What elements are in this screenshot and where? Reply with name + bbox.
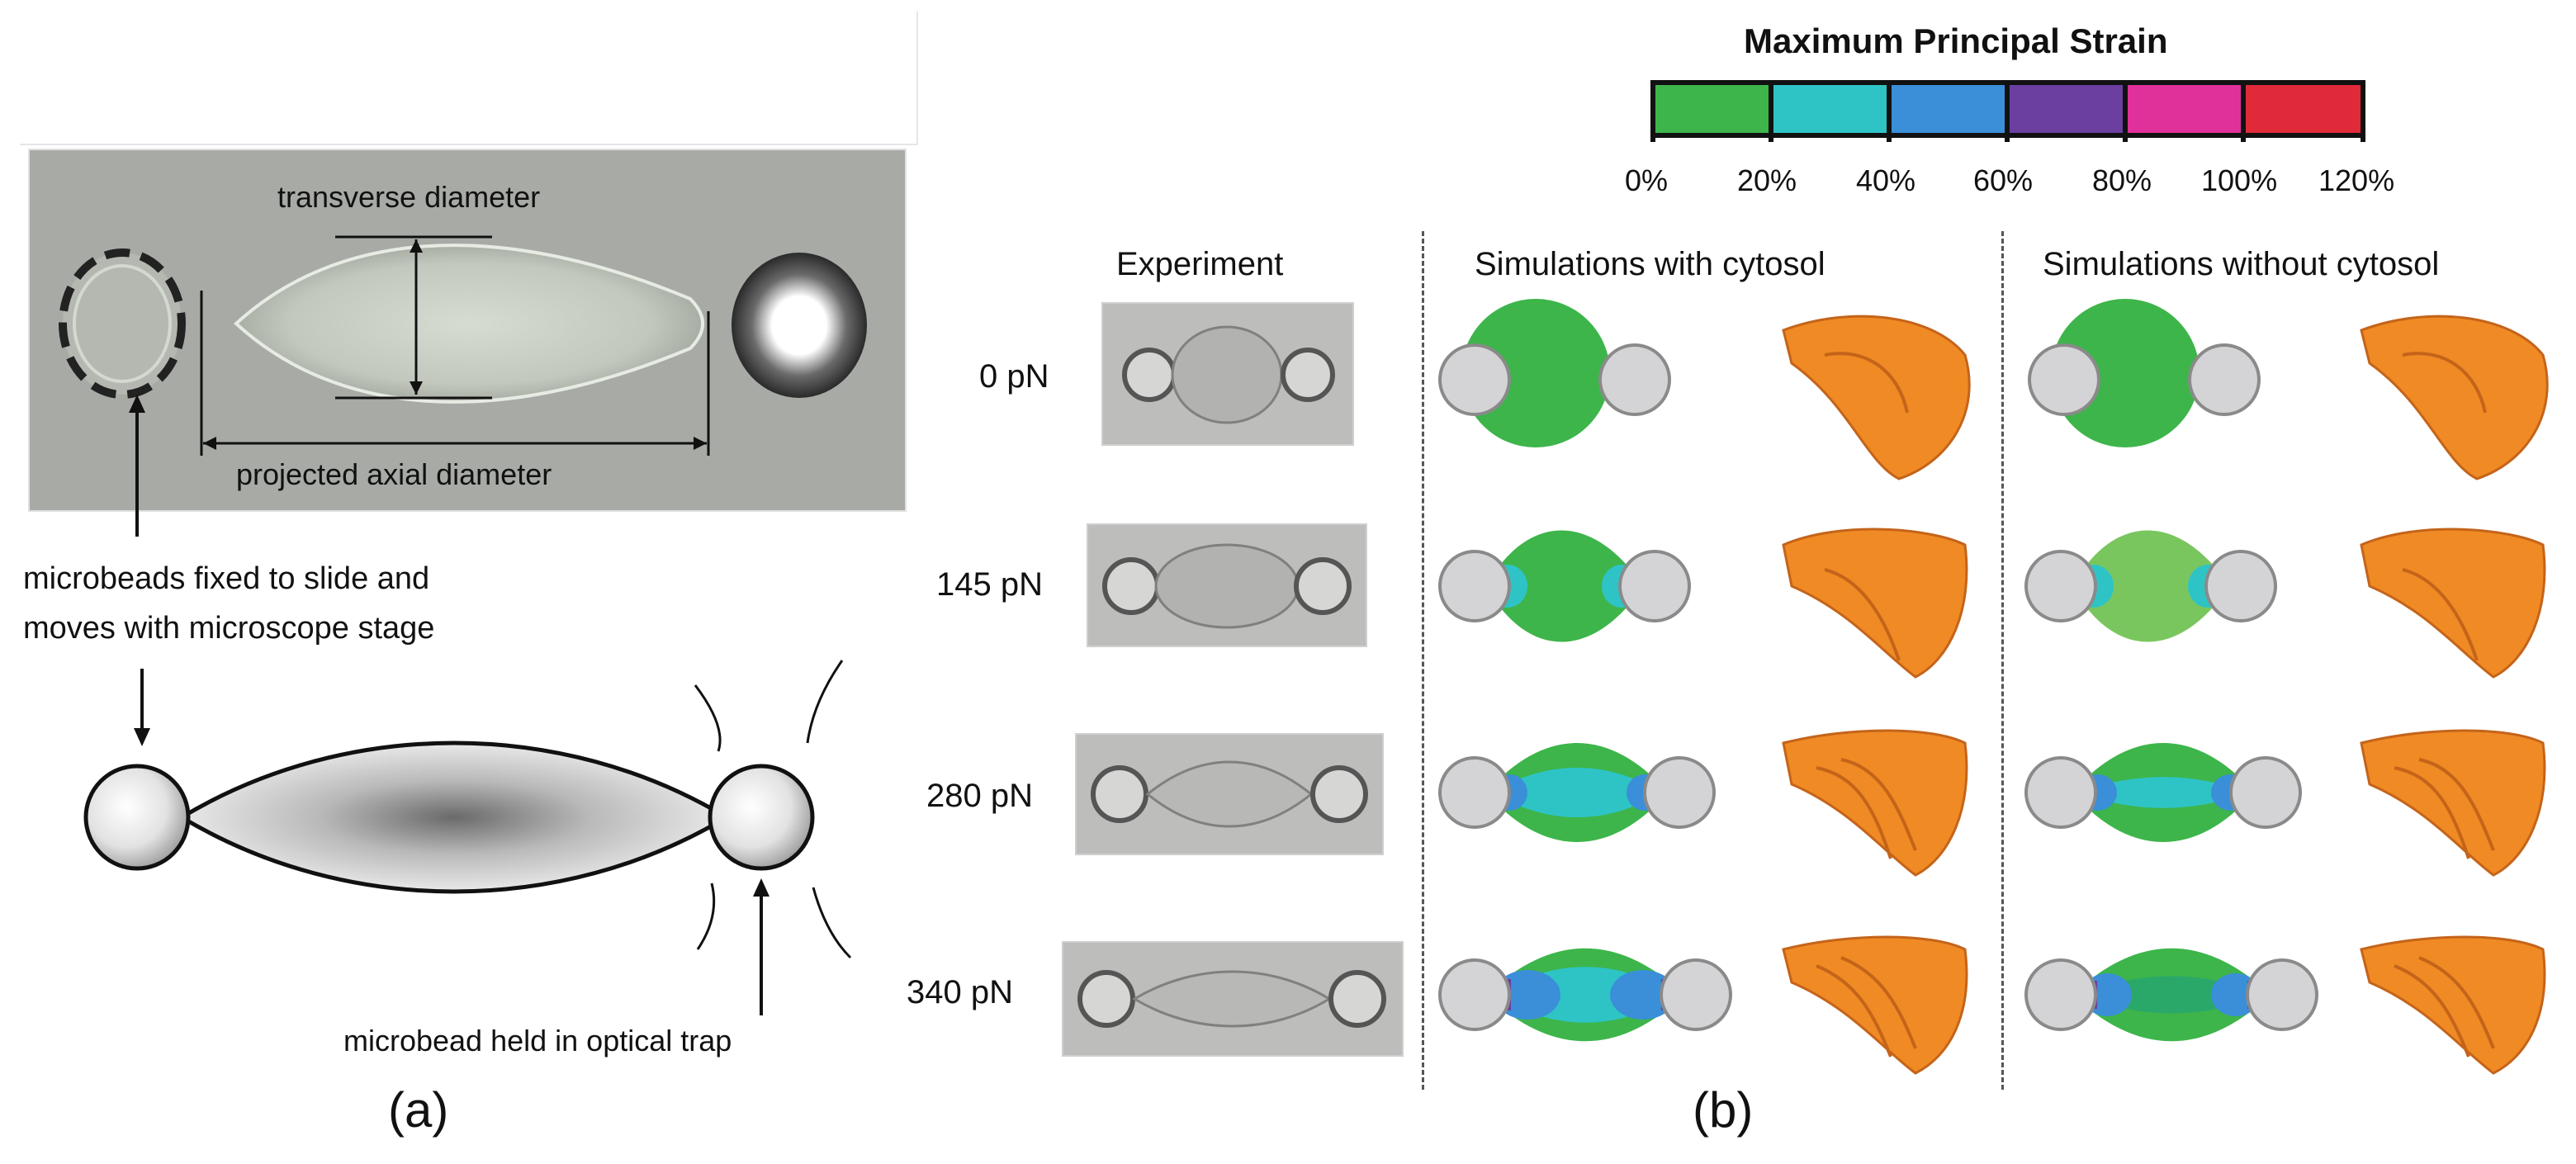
colorbar-segment: [1889, 83, 2007, 135]
simulations-with-cytosol: [1438, 299, 1971, 1075]
strain-map-with-cytosol-row-3: [1438, 948, 1732, 1042]
colorbar-tick: 120%: [2318, 163, 2395, 197]
column-header-with-cytosol: Simulations with cytosol: [1475, 246, 1825, 282]
simulations-without-cytosol: [2024, 299, 2549, 1075]
mesh-with-cytosol-row-2: [1782, 729, 1968, 877]
schematic-trapped-bead: [708, 764, 815, 871]
trap-curve: [696, 882, 716, 950]
transverse-diameter-label: transverse diameter: [277, 180, 541, 214]
cell-image: [234, 244, 704, 404]
colorbar-tick: 100%: [2201, 163, 2278, 197]
column-divider: [1422, 231, 1424, 1090]
mesh-with-cytosol-row-0: [1782, 315, 1971, 480]
experiment-image: [1062, 941, 1404, 1057]
force-label: 145 pN: [936, 566, 1043, 603]
colorbar-title: Maximum Principal Strain: [1744, 21, 2168, 60]
experiment-image: [1075, 733, 1384, 855]
panel-a-frame: [20, 12, 918, 145]
micrograph: transverse diameter projected axial diam…: [28, 149, 907, 512]
strain-map-without-cytosol-row-1: [2024, 530, 2277, 642]
colorbar-tick: 80%: [2092, 163, 2152, 197]
fixed-bead: [59, 248, 186, 399]
colorbar-segment: [2243, 83, 2363, 135]
mesh-without-cytosol-row-2: [2360, 729, 2546, 877]
panel-a-schematic: [83, 395, 852, 1015]
strain-map-without-cytosol-row-0: [2028, 299, 2261, 447]
panel-a-caption: (a): [388, 1082, 449, 1138]
mesh-without-cytosol-row-1: [2360, 528, 2546, 679]
column-header-experiment: Experiment: [1116, 246, 1284, 282]
schematic-cell: [178, 741, 731, 894]
panel-b-caption: (b): [1693, 1082, 1754, 1138]
colorbar: [1650, 80, 2365, 142]
mesh-with-cytosol-row-1: [1782, 528, 1968, 679]
strain-map-without-cytosol-row-3: [2024, 948, 2318, 1042]
axial-diameter-label: projected axial diameter: [236, 457, 552, 491]
micrograph-drawing: [59, 235, 867, 456]
colorbar-segment: [2007, 83, 2125, 135]
colorbar-segment: [2125, 83, 2243, 135]
colorbar-segment: [1771, 83, 1889, 135]
fixed-bead-label-line1: microbeads fixed to slide and: [23, 561, 430, 596]
trap-curve: [806, 660, 844, 744]
strain-map-with-cytosol-row-0: [1438, 299, 1671, 447]
colorbar-tick: 0%: [1625, 163, 1669, 197]
trapped-bead: [732, 253, 867, 398]
mesh-without-cytosol-row-0: [2360, 315, 2549, 480]
column-header-without-cytosol: Simulations without cytosol: [2043, 246, 2440, 282]
fixed-bead-label-line2: moves with microscope stage: [23, 611, 435, 646]
strain-map-without-cytosol-row-2: [2024, 743, 2302, 842]
force-label: 0 pN: [979, 358, 1049, 395]
column-divider: [2001, 231, 2004, 1090]
strain-map-with-cytosol-row-1: [1438, 530, 1691, 642]
experiment-image: [1101, 302, 1354, 446]
colorbar-tick: 20%: [1737, 163, 1797, 197]
force-label: 280 pN: [926, 778, 1033, 814]
strain-map-with-cytosol-row-2: [1438, 743, 1716, 842]
mesh-without-cytosol-row-3: [2360, 935, 2546, 1075]
colorbar-segment: [1653, 83, 1771, 135]
mesh-with-cytosol-row-3: [1782, 935, 1968, 1075]
schematic-fixed-bead: [83, 764, 191, 871]
trap-curve: [694, 684, 722, 752]
trapped-bead-label: microbead held in optical trap: [343, 1024, 732, 1058]
force-label: 340 pN: [907, 974, 1013, 1010]
colorbar-tick: 60%: [1973, 163, 2034, 197]
experiment-image: [1087, 523, 1367, 647]
colorbar-tick: 40%: [1856, 163, 1916, 197]
trap-curve: [812, 887, 852, 959]
